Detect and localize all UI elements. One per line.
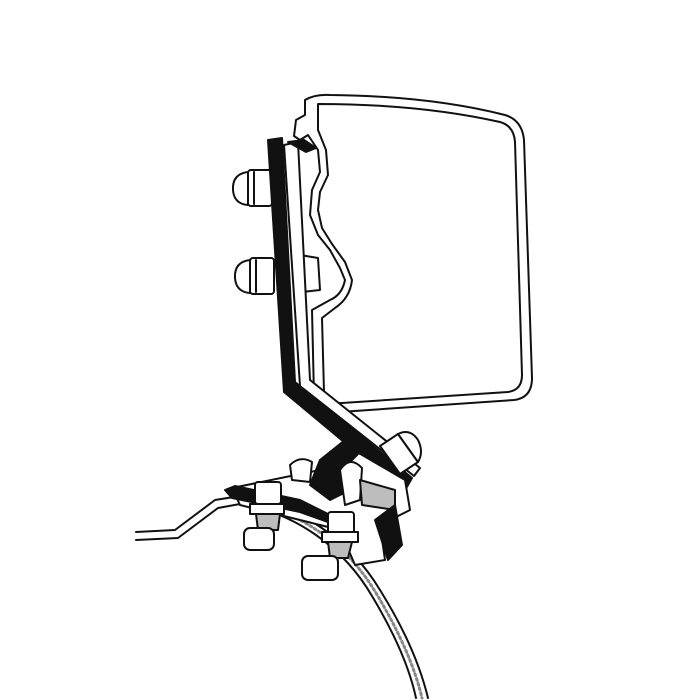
bolt-lower-clamp-right [301, 511, 359, 581]
bolt-lower-clamp-left [243, 481, 285, 551]
adapter-bracket [267, 137, 421, 493]
bolt-lower-left [233, 257, 275, 295]
awning-cassette [293, 93, 533, 414]
bolt-right [379, 431, 422, 475]
bolt-upper-left [231, 169, 273, 207]
clamp [224, 439, 411, 566]
